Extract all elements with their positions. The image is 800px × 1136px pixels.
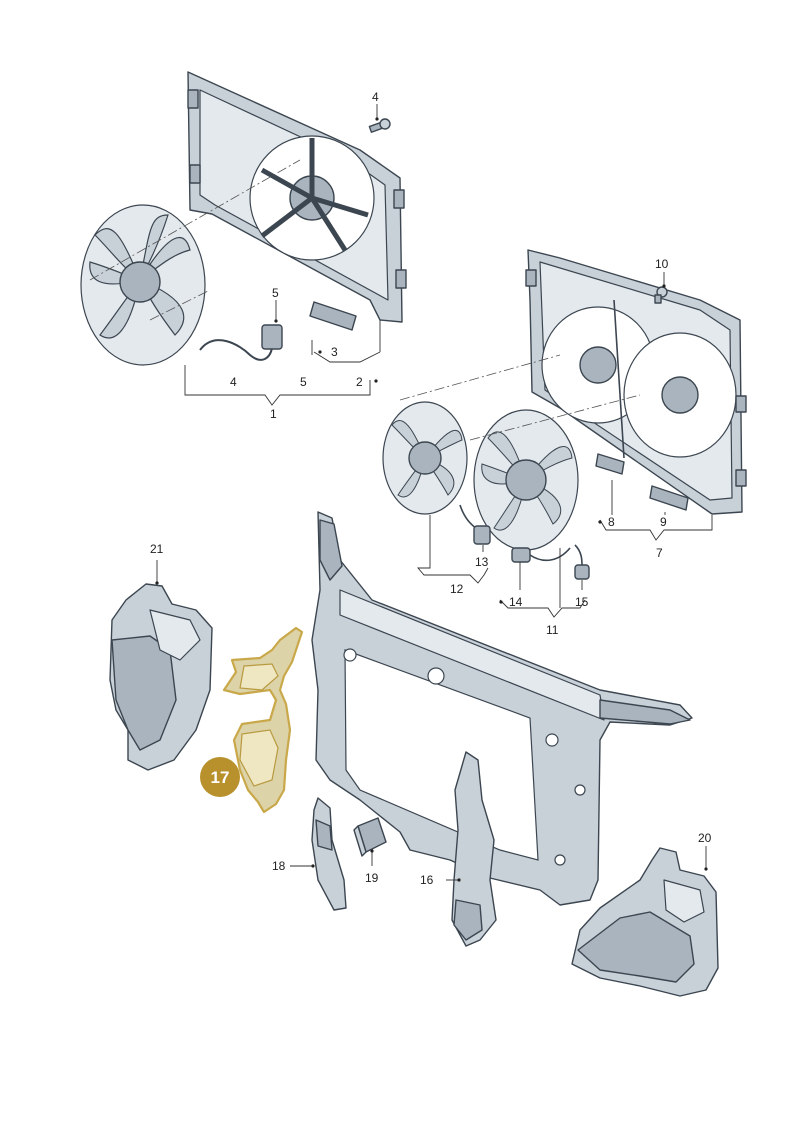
- highlighted-part-17[interactable]: [222, 626, 304, 814]
- label-13: 13: [475, 555, 489, 569]
- bolt-10[interactable]: [654, 286, 668, 304]
- bolt-4[interactable]: [368, 118, 391, 133]
- badge-17-label: 17: [211, 768, 230, 787]
- label-20: 20: [698, 831, 712, 845]
- fan-wire-connector-5[interactable]: [199, 324, 283, 361]
- fan-wheel-large[interactable]: [473, 409, 579, 551]
- air-guide-16[interactable]: [446, 751, 497, 947]
- label-16: 16: [420, 873, 434, 887]
- label-4-bolt: 4: [372, 90, 379, 104]
- label-10: 10: [655, 257, 669, 271]
- fan-wheel[interactable]: [80, 204, 206, 366]
- connector-13[interactable]: [459, 504, 491, 545]
- air-duct-21[interactable]: [109, 560, 213, 771]
- front-end-carrier[interactable]: [311, 511, 693, 906]
- label-15: 15: [575, 595, 589, 609]
- connector-14[interactable]: [511, 547, 571, 563]
- fan-shroud-double[interactable]: [525, 249, 747, 515]
- fan-shroud-single[interactable]: [187, 71, 407, 323]
- rubber-pad-3[interactable]: [309, 301, 357, 331]
- label-2: 2: [356, 375, 363, 389]
- label-7: 7: [656, 546, 663, 560]
- label-21: 21: [150, 542, 164, 556]
- rubber-pad-8[interactable]: [595, 453, 625, 475]
- foam-block-19[interactable]: [353, 817, 387, 866]
- leaders-assembly-7: [399, 272, 713, 618]
- bracket-18[interactable]: [290, 797, 347, 911]
- label-8: 8: [608, 515, 615, 529]
- leaders-assembly-1: [89, 104, 381, 406]
- connector-15[interactable]: [574, 544, 590, 580]
- label-14: 14: [509, 595, 523, 609]
- air-duct-20[interactable]: [571, 846, 719, 997]
- label-18: 18: [272, 859, 286, 873]
- rubber-pad-9[interactable]: [649, 485, 689, 511]
- label-4-fan: 4: [230, 375, 237, 389]
- label-11: 11: [546, 623, 559, 637]
- label-3: 3: [331, 345, 338, 359]
- label-19: 19: [365, 871, 379, 885]
- label-5-connector: 5: [272, 286, 279, 300]
- label-1: 1: [270, 407, 277, 421]
- part-17-badge[interactable]: 17: [200, 757, 240, 797]
- label-9: 9: [660, 515, 667, 529]
- label-12: 12: [450, 582, 464, 596]
- label-5-fan: 5: [300, 375, 307, 389]
- fan-wheel-small[interactable]: [382, 401, 468, 515]
